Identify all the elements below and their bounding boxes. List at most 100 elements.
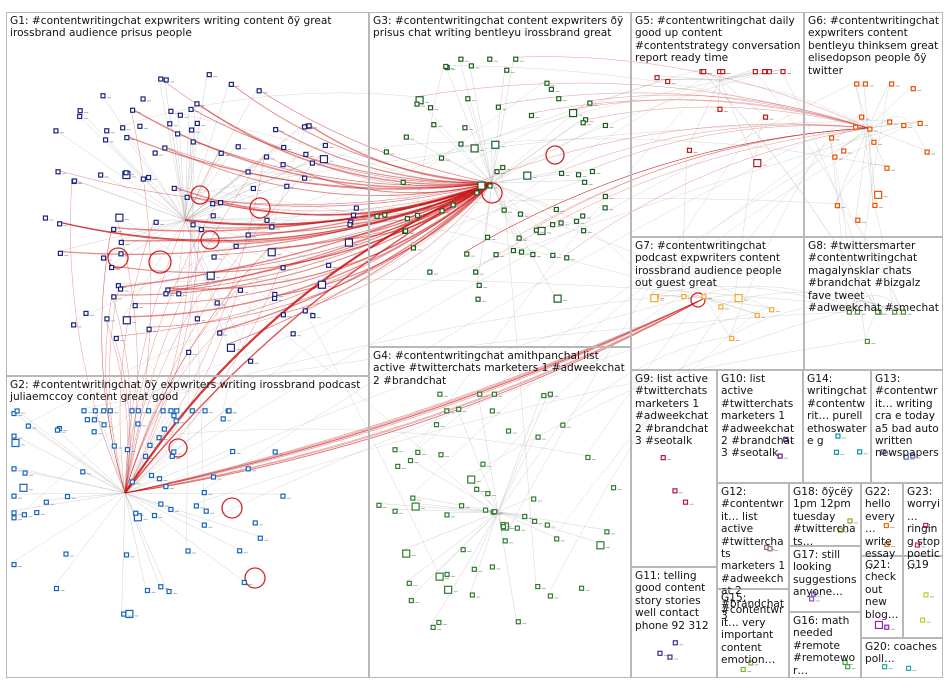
node-g4[interactable]: [554, 536, 560, 542]
node-g3[interactable]: [494, 169, 500, 175]
node-g2[interactable]: [11, 515, 17, 521]
node-g3[interactable]: [410, 245, 417, 251]
node-g4[interactable]: [444, 512, 450, 518]
node-g1[interactable]: [117, 286, 124, 292]
node-g3[interactable]: [404, 216, 411, 222]
node-g4[interactable]: [467, 475, 476, 484]
node-g2[interactable]: [135, 421, 141, 427]
node-g7[interactable]: [769, 307, 775, 313]
node-g1[interactable]: [100, 93, 106, 99]
node-g11[interactable]: [667, 654, 673, 660]
node-g2[interactable]: [14, 408, 20, 414]
node-g4[interactable]: [514, 525, 520, 531]
node-g1[interactable]: [194, 101, 200, 107]
node-g9[interactable]: [682, 499, 689, 505]
node-g3[interactable]: [513, 56, 519, 62]
node-g2[interactable]: [220, 416, 226, 422]
node-g1[interactable]: [104, 128, 110, 134]
node-g22[interactable]: [883, 522, 889, 529]
node-g4[interactable]: [489, 408, 495, 414]
node-g1[interactable]: [71, 178, 78, 184]
node-g2[interactable]: [124, 447, 131, 453]
node-g3[interactable]: [414, 101, 420, 107]
node-g1[interactable]: [214, 300, 220, 306]
node-g1[interactable]: [118, 251, 124, 257]
node-g1[interactable]: [217, 330, 223, 336]
node-g7[interactable]: [650, 294, 659, 303]
node-g3[interactable]: [443, 63, 449, 70]
node-g17[interactable]: [809, 596, 815, 602]
node-g2[interactable]: [146, 408, 152, 414]
node-g2[interactable]: [11, 562, 17, 568]
node-g3[interactable]: [464, 251, 470, 257]
node-g4[interactable]: [492, 509, 498, 515]
node-g3[interactable]: [414, 212, 421, 219]
node-g6[interactable]: [828, 135, 835, 141]
node-g7[interactable]: [754, 312, 760, 319]
node-g3[interactable]: [468, 63, 474, 69]
node-g1[interactable]: [113, 335, 119, 342]
node-g1[interactable]: [53, 128, 59, 134]
node-g4[interactable]: [522, 513, 528, 520]
node-g4[interactable]: [610, 485, 617, 491]
node-g2[interactable]: [237, 548, 243, 554]
node-g4[interactable]: [444, 571, 450, 578]
node-g2[interactable]: [11, 438, 20, 448]
node-g4[interactable]: [471, 566, 477, 572]
node-g4[interactable]: [415, 449, 421, 456]
node-g7[interactable]: [701, 294, 707, 300]
node-g3[interactable]: [439, 208, 445, 214]
node-g2[interactable]: [144, 587, 151, 594]
node-g4[interactable]: [437, 391, 443, 397]
node-g11[interactable]: [657, 650, 663, 656]
node-g1[interactable]: [102, 137, 109, 143]
node-g1[interactable]: [284, 183, 290, 189]
node-g2[interactable]: [19, 483, 28, 492]
node-g2[interactable]: [91, 417, 98, 423]
node-g1[interactable]: [248, 358, 254, 364]
node-g14[interactable]: [857, 449, 863, 455]
node-g6[interactable]: [854, 81, 860, 87]
node-g1[interactable]: [267, 248, 276, 257]
node-g1[interactable]: [42, 215, 49, 221]
node-g1[interactable]: [206, 72, 212, 78]
node-g1[interactable]: [301, 124, 308, 130]
node-g18[interactable]: [847, 518, 853, 524]
node-g1[interactable]: [211, 254, 217, 260]
node-g2[interactable]: [226, 408, 232, 414]
node-g1[interactable]: [100, 255, 107, 261]
node-g4[interactable]: [535, 583, 541, 590]
node-g7[interactable]: [718, 304, 724, 310]
node-g2[interactable]: [158, 584, 164, 590]
node-g1[interactable]: [176, 291, 182, 297]
node-g3[interactable]: [374, 213, 380, 219]
node-g1[interactable]: [153, 219, 159, 225]
node-g1[interactable]: [218, 200, 224, 206]
node-g4[interactable]: [474, 486, 480, 492]
node-g1[interactable]: [158, 76, 164, 82]
node-g2[interactable]: [280, 493, 286, 499]
node-g21[interactable]: [874, 620, 884, 630]
node-g6[interactable]: [871, 139, 877, 145]
node-g2[interactable]: [133, 510, 139, 516]
node-g1[interactable]: [140, 96, 146, 102]
node-g3[interactable]: [476, 282, 482, 288]
node-g1[interactable]: [120, 125, 126, 131]
node-g1[interactable]: [322, 142, 328, 149]
node-g2[interactable]: [168, 506, 174, 513]
node-g5[interactable]: [753, 159, 762, 168]
node-g1[interactable]: [122, 316, 131, 325]
node-g4[interactable]: [430, 624, 436, 630]
node-g3[interactable]: [477, 181, 486, 190]
node-g2[interactable]: [142, 453, 149, 459]
node-g1[interactable]: [269, 224, 275, 230]
node-g8[interactable]: [892, 309, 898, 315]
node-g1[interactable]: [77, 108, 83, 114]
node-g1[interactable]: [280, 312, 286, 318]
node-g2[interactable]: [91, 429, 97, 435]
node-g1[interactable]: [226, 343, 236, 352]
node-g3[interactable]: [516, 235, 522, 241]
node-g2[interactable]: [25, 423, 31, 429]
node-g1[interactable]: [326, 262, 332, 268]
node-g4[interactable]: [585, 454, 591, 461]
